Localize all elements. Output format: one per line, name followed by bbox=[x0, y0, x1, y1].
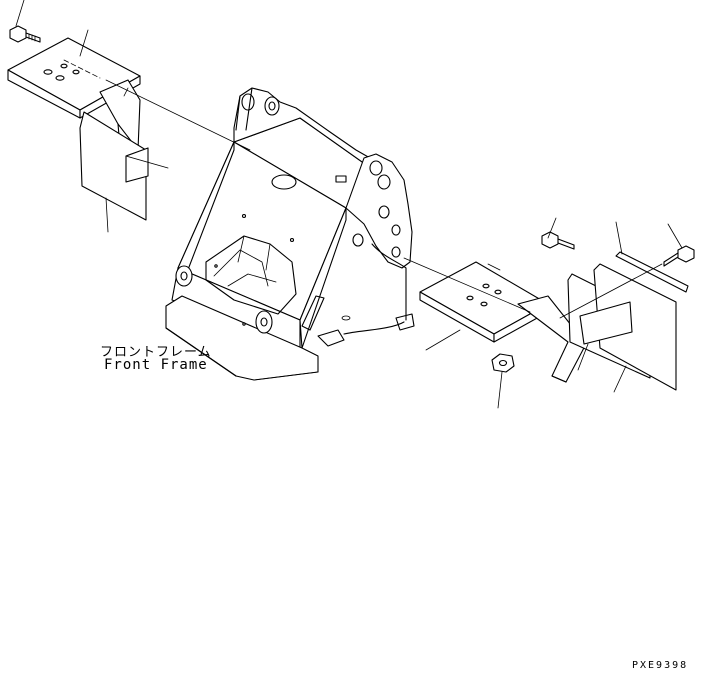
hose-clip bbox=[317, 243, 415, 347]
left-mud-flap bbox=[79, 111, 149, 221]
front-frame-label-en: Front Frame bbox=[104, 357, 208, 373]
front-frame-label-jp: フロントフレーム bbox=[100, 345, 212, 360]
right-strip-plate bbox=[615, 251, 689, 293]
leader-lines bbox=[15, 0, 683, 409]
right-bracket bbox=[517, 295, 587, 383]
left-bolt bbox=[9, 25, 41, 43]
drawing-number: PXE9398 bbox=[632, 660, 689, 671]
right-small-bolt bbox=[663, 245, 695, 267]
right-mud-flap bbox=[567, 263, 677, 391]
right-nut bbox=[491, 353, 515, 373]
right-bolt bbox=[541, 231, 575, 250]
front-frame bbox=[165, 87, 413, 381]
assembly-lines bbox=[105, 79, 663, 319]
